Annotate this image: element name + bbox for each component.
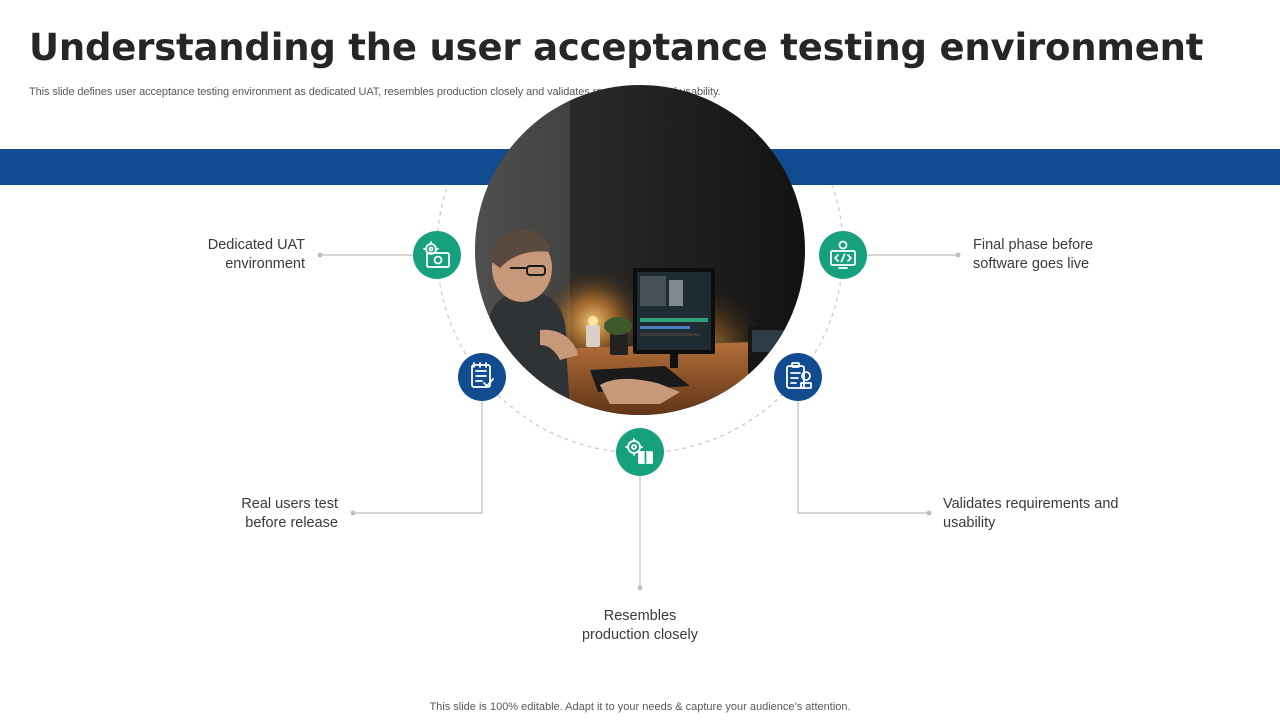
- connector-dot: [637, 585, 643, 591]
- monitor-gear-icon: [423, 241, 450, 268]
- connector-dot: [350, 510, 356, 516]
- feature-icon-dedicated: [413, 231, 461, 279]
- connector-validates: [797, 400, 929, 514]
- connector-dots: [317, 252, 961, 591]
- feature-icon-resembles: [616, 428, 664, 476]
- man-at-computer-photo: [475, 85, 805, 415]
- feature-label-validates: Validates requirements and usability: [943, 496, 1119, 531]
- connector-dot: [317, 252, 323, 258]
- code-monitor-icon: [830, 240, 856, 269]
- checklist-icon: [471, 362, 494, 388]
- connector-dot: [926, 510, 932, 516]
- feature-label-real-users: Real users test before release: [241, 496, 338, 531]
- clipboard-coin-icon: [786, 362, 812, 389]
- feature-icon-final: [819, 231, 867, 279]
- feature-icons: [413, 231, 867, 476]
- slide-title: Understanding the user acceptance testin…: [29, 26, 1204, 69]
- feature-label-resembles: Resembles production closely: [581, 608, 699, 643]
- feature-label-dedicated: Dedicated UAT environment: [207, 237, 305, 272]
- feature-icon-validates: [774, 353, 822, 401]
- slide-subtitle: This slide defines user acceptance testi…: [29, 86, 721, 98]
- connectors: [320, 254, 958, 588]
- connector-dot: [955, 252, 961, 258]
- connector-real-users: [353, 400, 483, 514]
- slide-footer: This slide is 100% editable. Adapt it to…: [429, 701, 851, 713]
- feature-label-final: Final phase before software goes live: [973, 237, 1094, 272]
- feature-icon-real-users: [458, 353, 506, 401]
- gears-box-icon: [625, 438, 653, 464]
